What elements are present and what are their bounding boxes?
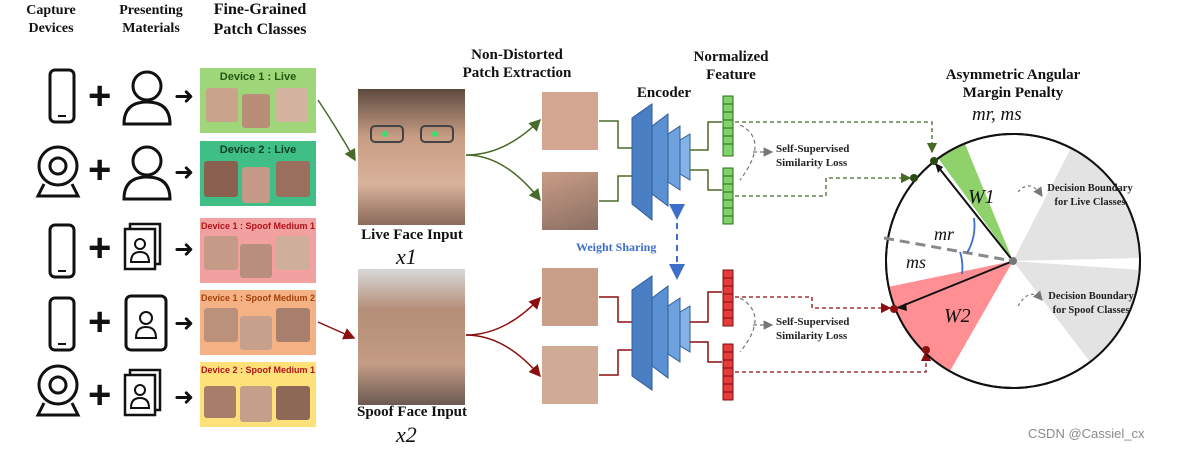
patch-class-device1-spoof-medium2: Device 1 : Spoof Medium 2: [200, 290, 316, 355]
printed-photo-icon: [123, 222, 162, 271]
feature-vector-spoof: [722, 269, 734, 401]
header-capture-devices: Capture Devices: [26, 3, 76, 36]
plus-icon: +: [88, 300, 112, 344]
patch-class-label: Device 2 : Spoof Medium 1: [200, 365, 316, 375]
header-presenting-materials: Presenting Materials: [119, 3, 183, 36]
decision-boundary-spoof-label: Decision Boundary for Spoof Classes: [1048, 291, 1134, 316]
spoof-input-symbol: x2: [396, 422, 417, 447]
phone-icon: [48, 68, 76, 124]
live-patch-1: [542, 92, 598, 150]
webcam-icon: [35, 145, 81, 198]
right-arrow-icon: ➜: [174, 158, 195, 186]
right-arrow-icon: ➜: [174, 383, 195, 411]
similarity-loss-label-spoof: Self-Supervised Similarity Loss: [776, 316, 850, 342]
person-icon: [122, 70, 172, 126]
w1-symbol: W1: [968, 186, 995, 208]
face-thumbnail: [204, 386, 236, 418]
patch-class-label: Device 1 : Live: [219, 71, 297, 83]
encoder-spoof: [631, 275, 691, 391]
face-thumbnail: [240, 386, 272, 422]
right-arrow-icon: ➜: [174, 235, 195, 263]
ms-symbol: ms: [906, 252, 927, 272]
header-normalized-feature: Normalized Feature: [693, 49, 769, 83]
angular-margin-circle: [883, 133, 1141, 389]
face-thumbnail: [276, 386, 310, 420]
patch-class-label: Device 1 : Spoof Medium 2: [200, 293, 316, 303]
live-face-caption: Live Face Input: [361, 227, 463, 243]
face-thumbnail: [242, 94, 270, 128]
live-input-symbol: x1: [396, 244, 417, 269]
face-thumbnail: [276, 161, 310, 197]
header-encoder: Encoder: [636, 85, 692, 101]
spoof-face-input-image: [358, 269, 465, 405]
header-fine-grained-patch-classes: Fine-Grained Patch Classes: [213, 1, 307, 38]
phone-icon: [48, 296, 76, 352]
weight-sharing-label: Weight Sharing: [576, 240, 657, 254]
patch-class-device2-live: Device 2 : Live: [200, 141, 316, 206]
face-thumbnail: [204, 236, 238, 270]
tablet-icon: [124, 294, 168, 352]
header-asymmetric-angular-margin-penalty: Asymmetric Angular Margin Penalty: [945, 67, 1081, 101]
right-arrow-icon: ➜: [174, 82, 195, 110]
patch-class-label: Device 2 : Live: [219, 144, 297, 156]
live-face-input-image: [358, 89, 465, 225]
face-thumbnail: [242, 167, 270, 203]
right-arrow-icon: ➜: [174, 309, 195, 337]
face-thumbnail: [276, 236, 310, 270]
person-icon: [122, 145, 172, 201]
face-thumbnail: [204, 308, 238, 342]
decision-boundary-live-label: Decision Boundary for Live Classes: [1047, 183, 1133, 208]
face-thumbnail: [240, 244, 272, 278]
printed-photo-icon: [123, 368, 162, 417]
patch-class-device1-spoof-medium1: Device 1 : Spoof Medium 1: [200, 218, 316, 283]
face-thumbnail: [206, 88, 238, 122]
margin-symbols: mr, ms: [972, 104, 1022, 125]
face-thumbnail: [240, 316, 272, 350]
phone-icon: [48, 223, 76, 279]
plus-icon: +: [88, 373, 112, 417]
similarity-loss-label-live: Self-Supervised Similarity Loss: [776, 143, 850, 169]
patch-class-device2-spoof-medium1: Device 2 : Spoof Medium 1: [200, 362, 316, 427]
spoof-patch-1: [542, 268, 598, 326]
spoof-face-caption: Spoof Face Input: [356, 404, 468, 420]
spoof-patch-2: [542, 346, 598, 404]
live-patch-2: [542, 172, 598, 230]
plus-icon: +: [88, 148, 112, 192]
webcam-icon: [35, 364, 81, 417]
encoder-live: [631, 103, 691, 222]
face-thumbnail: [276, 88, 308, 122]
mr-symbol: mr: [934, 224, 955, 244]
face-thumbnail: [204, 161, 238, 197]
plus-icon: +: [88, 74, 112, 118]
patch-class-label: Device 1 : Spoof Medium 1: [200, 221, 316, 231]
patch-class-device1-live: Device 1 : Live: [200, 68, 316, 133]
header-non-distorted-patch-extraction: Non-Distorted Patch Extraction: [462, 47, 572, 81]
feature-vector-live: [722, 95, 734, 225]
w2-symbol: W2: [944, 305, 971, 327]
plus-icon: +: [88, 226, 112, 270]
watermark-text: CSDN @Cassiel_cx: [1028, 426, 1145, 441]
face-thumbnail: [276, 308, 310, 342]
